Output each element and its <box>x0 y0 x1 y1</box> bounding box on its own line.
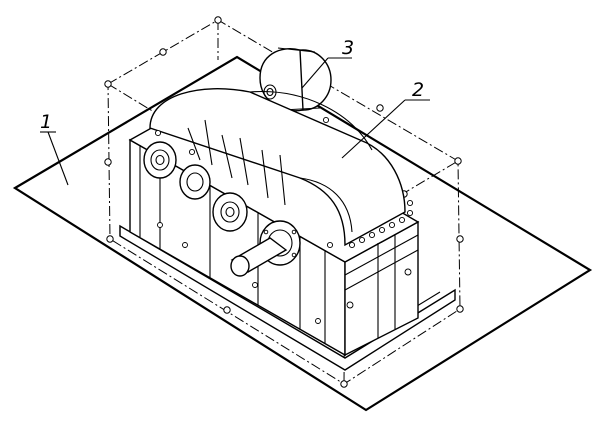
bearing-flange-3 <box>212 192 248 232</box>
output-shaft <box>230 237 288 277</box>
gearbox-cover <box>149 88 406 249</box>
callout-2: 2 <box>412 79 424 101</box>
motor-pulley <box>259 47 332 112</box>
callout-1: 1 <box>40 111 52 133</box>
bearing-flanges <box>143 141 301 266</box>
leader-lines <box>40 57 430 186</box>
bearing-flange-2 <box>179 164 211 200</box>
base-plate <box>12 55 593 412</box>
flange-bolt-row <box>348 199 414 249</box>
callout-3: 3 <box>342 37 354 59</box>
bearing-flange-1 <box>143 141 177 179</box>
